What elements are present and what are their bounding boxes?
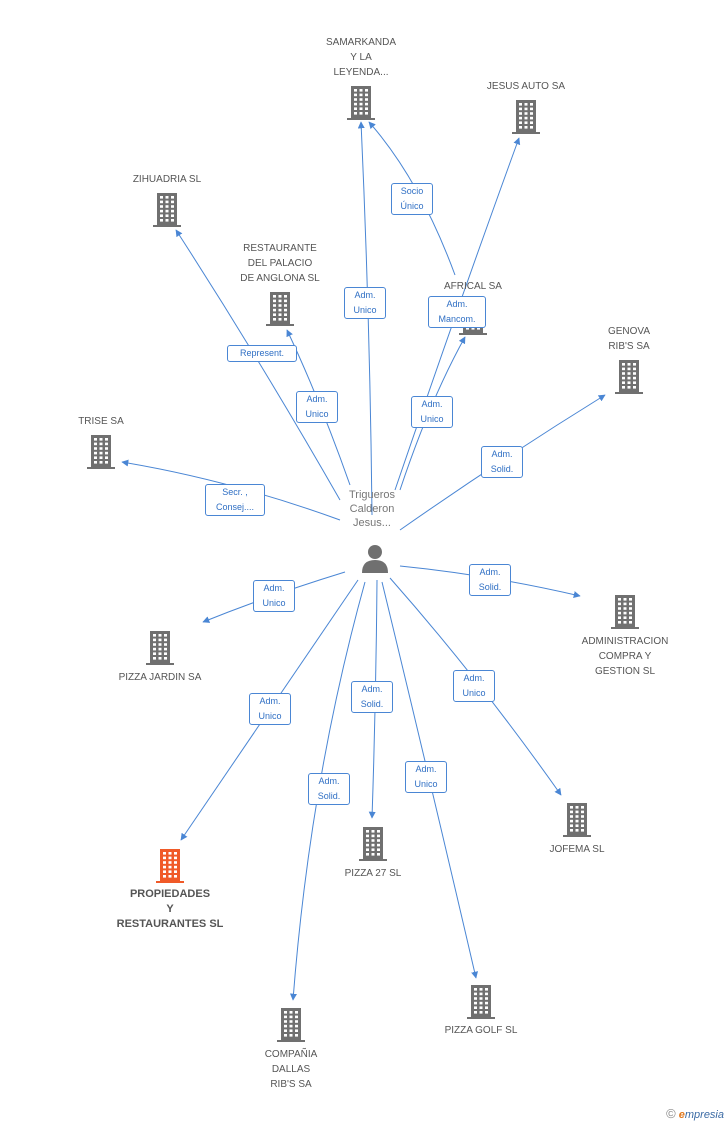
edge-label-propiedades[interactable]: Adm. Unico — [249, 693, 291, 725]
building-icon-administracion[interactable] — [611, 595, 639, 629]
building-icon-trise[interactable] — [87, 435, 115, 469]
node-label-africal[interactable]: AFRICAL SA — [444, 281, 502, 292]
edge-zihuadria — [175, 229, 341, 501]
edge-label-restaurante-palacio[interactable]: Adm. Unico — [296, 391, 338, 423]
node-label-propiedades[interactable]: PROPIEDADES Y RESTAURANTES SL — [116, 888, 224, 930]
node-label-restaurante-palacio[interactable]: RESTAURANTE DEL PALACIO DE ANGLONA SL — [240, 243, 320, 284]
edge-label-pizza-jardin[interactable]: Adm. Unico — [253, 580, 295, 612]
node-label-trise[interactable]: TRISE SA — [78, 416, 124, 427]
edge-label-africal[interactable]: Adm. Unico — [411, 396, 453, 428]
building-icon-samarkanda[interactable] — [347, 86, 375, 120]
node-label-compania-dallas[interactable]: COMPAÑIA DALLAS RIB'S SA — [264, 1049, 318, 1090]
building-icon-compania-dallas[interactable] — [277, 1008, 305, 1042]
copyright-symbol: © — [666, 1106, 676, 1121]
node-label-jesus-auto[interactable]: JESUS AUTO SA — [486, 81, 566, 92]
building-icon-jesus-auto[interactable] — [512, 100, 540, 134]
brand-logo-initial: e — [678, 1109, 685, 1121]
center-person-label[interactable]: Trigueros Calderon Jesus... — [348, 489, 396, 529]
edge-label-jesus-auto[interactable]: Adm. Mancom. — [428, 296, 486, 328]
building-icon-pizza27[interactable] — [359, 827, 387, 861]
node-label-pizza-golf[interactable]: PIZZA GOLF SL — [444, 1025, 518, 1036]
edge-label-zihuadria[interactable]: Represent. — [227, 345, 297, 362]
node-label-genova[interactable]: GENOVA RIB'S SA — [607, 326, 651, 352]
building-icon-pizza-golf[interactable] — [467, 985, 495, 1019]
building-icon-pizza-jardin[interactable] — [146, 631, 174, 665]
node-label-pizza-jardin[interactable]: PIZZA JARDIN SA — [118, 672, 202, 683]
node-label-pizza27[interactable]: PIZZA 27 SL — [344, 868, 402, 879]
node-label-administracion[interactable]: ADMINISTRACION COMPRA Y GESTION SL — [581, 636, 669, 677]
edge-label-genova[interactable]: Adm. Solid. — [481, 446, 523, 478]
building-icon-jofema[interactable] — [563, 803, 591, 837]
building-icon-propiedades[interactable] — [156, 849, 184, 883]
edge-label-pizza-golf[interactable]: Adm. Unico — [405, 761, 447, 793]
node-label-zihuadria[interactable]: ZIHUADRIA SL — [132, 174, 202, 185]
edge-label-pizza27[interactable]: Adm. Solid. — [351, 681, 393, 713]
empresia-watermark: ©empresia — [666, 1106, 724, 1121]
edge-label-trise[interactable]: Secr. , Consej.... — [205, 484, 265, 516]
edge-label-compania-dallas[interactable]: Adm. Solid. — [308, 773, 350, 805]
brand-logo-rest: mpresia — [684, 1109, 724, 1121]
node-label-samarkanda[interactable]: SAMARKANDA Y LA LEYENDA... — [325, 37, 396, 78]
edge-label-administracion[interactable]: Adm. Solid. — [469, 564, 511, 596]
building-icon-genova[interactable] — [615, 360, 643, 394]
edge-label-jofema[interactable]: Adm. Unico — [453, 670, 495, 702]
edge-samarkanda — [357, 121, 373, 516]
person-icon[interactable] — [362, 545, 388, 573]
edge-label-samarkanda[interactable]: Socio Único — [391, 183, 433, 215]
edge-label-samarkanda[interactable]: Adm. Unico — [344, 287, 386, 319]
node-label-jofema[interactable]: JOFEMA SL — [549, 844, 605, 855]
building-icon-zihuadria[interactable] — [153, 193, 181, 227]
building-icon-restaurante-palacio[interactable] — [266, 292, 294, 326]
